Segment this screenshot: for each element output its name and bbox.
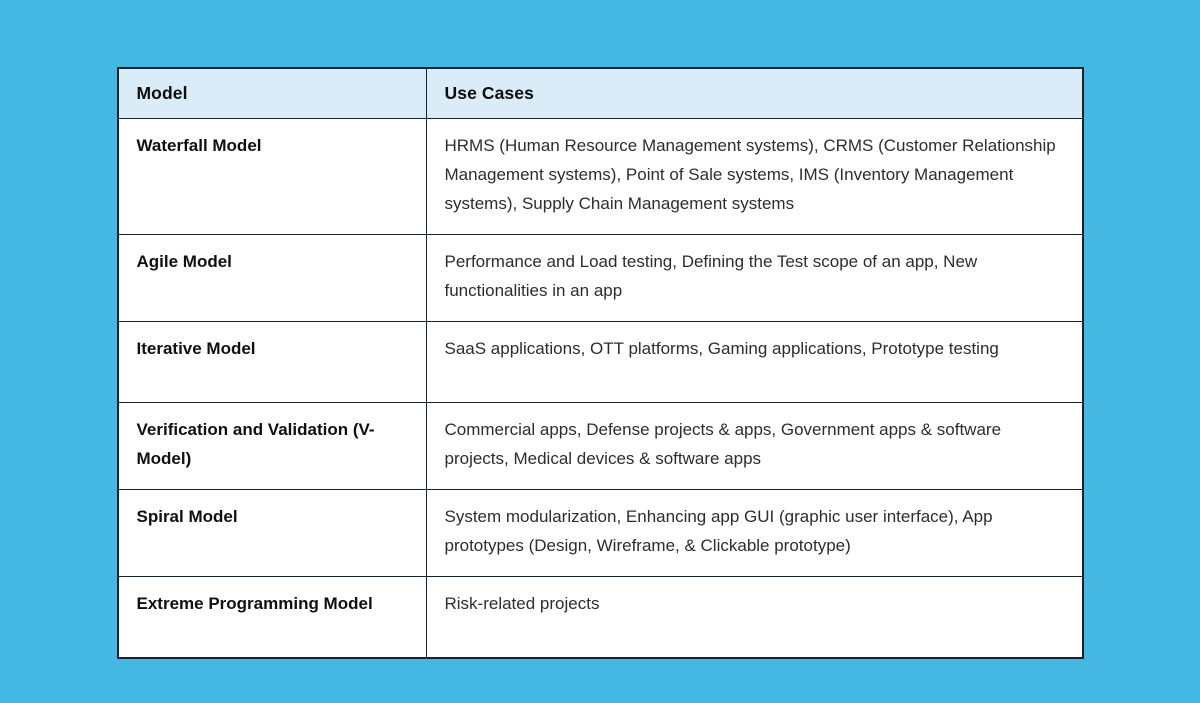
model-cell: Extreme Programming Model (136, 594, 373, 613)
use-cases-cell: System modularization, Enhancing app GUI… (425, 490, 1082, 576)
model-cell: Iterative Model (136, 339, 256, 358)
use-cases-cell: Performance and Load testing, Defining t… (425, 235, 1082, 321)
column-header-model: Model (136, 83, 188, 103)
model-cell: Spiral Model (136, 507, 238, 526)
table-row: Extreme Programming Model Risk-related p… (118, 576, 1082, 657)
table-header-row: Model Use Cases (118, 69, 1082, 118)
use-cases-cell: Risk-related projects (425, 577, 1082, 657)
table-row: Agile Model Performance and Load testing… (118, 234, 1082, 321)
model-cell: Verification and Validation (V-Model) (136, 420, 375, 468)
table-row: Spiral Model System modularization, Enha… (118, 489, 1082, 576)
table-row: Iterative Model SaaS applications, OTT p… (118, 321, 1082, 402)
model-cell: Agile Model (136, 252, 232, 271)
table-row: Waterfall Model HRMS (Human Resource Man… (118, 118, 1082, 234)
page-background: { "colors": { "page_background": "#45b7e… (0, 67, 1200, 703)
sdlc-models-table: Model Use Cases Waterfall Model HRMS (Hu… (116, 67, 1084, 659)
use-cases-cell: SaaS applications, OTT platforms, Gaming… (425, 322, 1082, 402)
model-cell: Waterfall Model (136, 136, 262, 155)
column-header-use-cases: Use Cases (425, 69, 1082, 118)
use-cases-cell: HRMS (Human Resource Management systems)… (425, 119, 1082, 234)
use-cases-cell: Commercial apps, Defense projects & apps… (425, 403, 1082, 489)
table-row: Verification and Validation (V-Model) Co… (118, 402, 1082, 489)
